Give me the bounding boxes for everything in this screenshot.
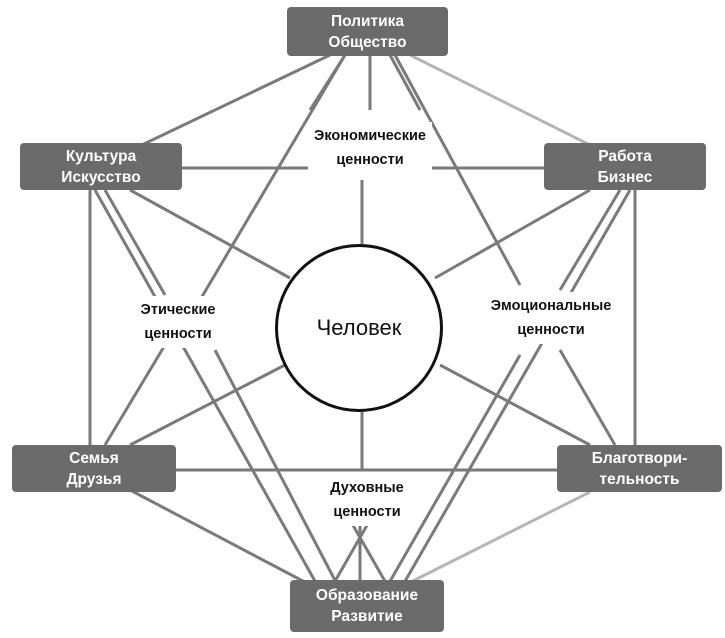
box-family-line1: Семья [69, 449, 119, 467]
edge-politics-ethical [198, 54, 347, 301]
edge-family-ethical [103, 344, 167, 446]
box-culture-line2: Искусство [61, 168, 141, 186]
box-education: Образование Развитие [290, 580, 444, 632]
box-work-line1: Работа [598, 147, 652, 165]
edge-family-education [129, 488, 321, 592]
box-culture: Культура Искусство [20, 143, 182, 190]
value-emotional-line2: ценности [517, 322, 585, 338]
value-economic-line2: ценности [336, 152, 404, 168]
box-family-line2: Друзья [66, 470, 122, 488]
box-education-line2: Развитие [331, 608, 403, 625]
edge-work-human [434, 188, 591, 280]
edge-education-spiritual-3 [348, 519, 392, 591]
box-culture-line1: Культура [65, 147, 137, 165]
value-ethical-line2: ценности [144, 326, 212, 342]
edge-politics-emotional [393, 54, 522, 286]
edge-culture-ethical [103, 189, 167, 296]
value-economic: Экономические ценности [308, 122, 432, 174]
box-politics-line2: Общество [328, 33, 407, 51]
value-ethical: Этические ценности [134, 296, 222, 348]
edge-culture-human [129, 188, 291, 280]
value-emotional-line1: Эмоциональные [490, 298, 612, 314]
box-charity-line1: Благотвори- [591, 449, 688, 467]
value-economic-line1: Экономические [314, 128, 426, 144]
box-politics-line1: Политика [330, 12, 405, 30]
edge-charity-education [394, 490, 591, 592]
edge-politics-economic-3 [388, 54, 422, 111]
center-human-circle: Человек [275, 244, 443, 412]
edge-culture-spiritual [93, 189, 322, 591]
edge-politics-work [409, 53, 591, 147]
value-spiritual-line2: ценности [333, 504, 401, 520]
edge-work-spiritual [398, 189, 632, 591]
box-charity: Благотвори- тельность [557, 445, 722, 492]
value-spiritual: Духовные ценности [324, 474, 410, 526]
edge-charity-emotional [558, 349, 617, 446]
edge-education-spiritual-1 [328, 519, 372, 591]
value-spiritual-line1: Духовные [330, 480, 404, 496]
center-human-label: Человек [316, 315, 402, 340]
edge-education-ethical [213, 349, 342, 591]
edge-family-human [129, 363, 286, 447]
edge-charity-human [439, 363, 591, 447]
value-emotional: Эмоциональные ценности [484, 292, 618, 344]
box-education-line1: Образование [315, 587, 419, 604]
value-ethical-line1: Этические [140, 302, 216, 318]
box-charity-line2: тельность [599, 470, 680, 488]
edge-work-emotional [558, 189, 622, 291]
box-work: Работа Бизнес [544, 143, 706, 190]
edge-education-emotional [383, 354, 522, 591]
box-politics: Политика Общество [287, 7, 448, 56]
box-family: Семья Друзья [12, 445, 176, 492]
box-work-line2: Бизнес [597, 168, 653, 186]
